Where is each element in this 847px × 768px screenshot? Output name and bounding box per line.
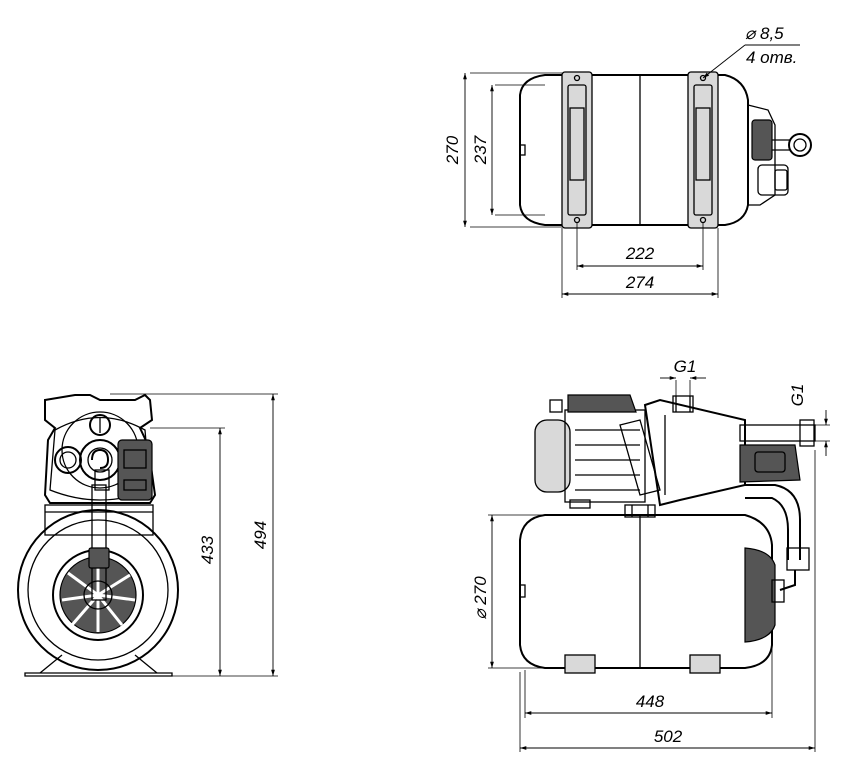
svg-text:494: 494 [251,521,270,549]
label-top-width-inner: 222 [625,244,655,263]
label-hole-diameter: ⌀ 8,5 [745,24,784,43]
front-view-labels: ⌀ 270 448 502 G1 G1 [471,357,807,746]
label-side-height-inner: 433 [198,535,217,564]
side-view-labels: 433 494 [198,521,270,564]
side-view-dimensions [110,393,278,677]
label-outlet-thread: G1 [788,384,807,407]
front-view-dimensions [488,376,830,752]
svg-text:433: 433 [198,535,217,564]
svg-text:237: 237 [471,135,490,165]
label-top-height-inner: 237 [471,135,490,165]
label-top-width-outer: 274 [625,273,654,292]
label-front-length-outer: 502 [654,727,683,746]
label-top-height-outer: 270 [443,135,462,165]
label-inlet-thread: G1 [674,357,697,376]
top-view [519,71,812,229]
label-front-length-inner: 448 [636,692,665,711]
top-view-labels: 270 237 222 274 ⌀ 8,5 4 отв. [443,24,797,292]
svg-text:G1: G1 [788,384,807,407]
label-side-height-outer: 494 [251,521,270,549]
front-view [519,394,816,674]
svg-text:270: 270 [443,135,462,165]
label-hole-count: 4 отв. [746,48,797,67]
side-view [17,393,179,677]
top-view-dimensions [463,44,800,298]
label-tank-diameter: ⌀ 270 [471,576,490,620]
